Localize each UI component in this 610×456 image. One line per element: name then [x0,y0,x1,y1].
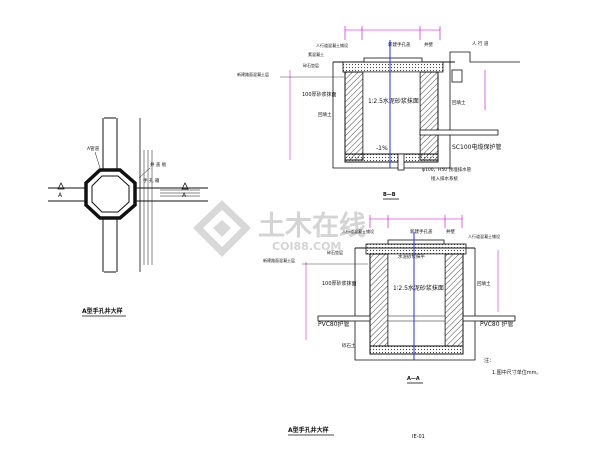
upper-label-center-1: 1∶2.5水泥砂浆抹面 [368,97,419,105]
upper-label-left-3: 新建路面混凝土层 [237,71,269,77]
upper-excavation-outline [332,62,451,169]
upper-label-left-4: 100厚砂浆抹面 [302,91,337,98]
upper-label-top-right: 井壁 [424,41,433,48]
upper-manhole-cover [363,57,423,63]
lower-label-top-center: 新建手孔盖 [410,228,433,235]
caption-bottom: A型手孔井大样 [288,426,329,434]
watermark-text-cn: 土木在线 [258,211,366,242]
drawing-number: IE-01 [412,434,425,440]
upper-label-right-2: 回填土 [452,99,466,106]
lower-section-mark: A—A [407,376,420,382]
lower-conduit-right [462,315,516,322]
section-lower: 人行道混凝土铺设 新建手孔盖 井壁 人行道混凝土铺设 新建路面混凝土层 碎石垫层… [263,215,516,384]
plan-octagon-inner [91,175,130,213]
upper-section-mark: B—B [383,192,396,198]
upper-wall-right [419,71,439,161]
upper-label-right-3: SC100电缆保护管 [452,143,501,151]
notes-title: 注： [484,357,494,364]
lower-label-left-3: 100厚砂浆抹面 [322,280,357,287]
lower-wall-right [444,253,464,347]
svg-text:A: A [182,192,187,199]
lower-base-slab [369,345,464,355]
upper-label-pipe: -1% [376,145,388,152]
plan-view: A A A管道 井 盖 板 手 孔 箱 A型手孔井大样 [48,117,208,317]
lower-label-right-2: PVC80 护管 [480,320,513,328]
upper-cover-slab [342,61,444,73]
plan-label-bottom: 手 孔 箱 [143,177,160,184]
upper-curb-block [451,69,463,83]
lower-conduit-through [387,315,446,322]
upper-sidewalk-edge [449,51,520,63]
upper-dimension-line [344,26,441,40]
upper-label-center-2: 回填土 [318,111,332,118]
upper-label-right-1: 人 行 道 [472,40,489,47]
plan-section-marker-right: A [181,182,189,199]
upper-label-top-center: 新建手孔盖 [388,41,411,48]
lower-cavity [387,253,446,347]
lower-manhole-cover [387,239,445,245]
section-upper: 新建手孔盖 井壁 人行道混凝土铺设 素混凝土 碎石垫层 新建路面混凝土层 100… [237,26,520,200]
lower-cover-slab [365,243,467,255]
lower-label-center-2: 1∶2.5水泥砂浆抹面 [393,284,444,292]
plan-caption: A型手孔井大样 [82,307,123,315]
lower-conduit-left [317,315,371,322]
lower-label-top-far-right: 人行道混凝土铺设 [468,233,500,239]
upper-label-left-1: 素混凝土 [308,51,324,57]
upper-wall-left [344,71,364,161]
plan-label-left: A管道 [87,145,100,152]
upper-label-bottom-2: 接入排水系统 [431,175,458,182]
lower-label-left-1: 新建路面混凝土层 [263,257,295,263]
upper-drain-pipe [397,153,405,171]
upper-conduit-right [419,129,499,136]
lower-wall-left [369,253,389,347]
plan-label-right: 井 盖 板 [150,161,167,168]
lower-label-left-4: PVC80护管 [318,320,350,328]
svg-text:A: A [58,192,63,199]
notes: 注： 1.图中尺寸单位mm。 [484,357,542,376]
upper-label-bottom-1: φ100，H50 预埋排水管 [422,166,472,173]
upper-cavity [362,71,421,155]
notes-line-1: 1.图中尺寸单位mm。 [492,369,542,376]
watermark-text-en: COI88.COM [272,240,341,253]
lower-label-left-5: 砾石土 [342,342,356,349]
lower-label-center-1: 水泥砂浆抹平 [398,253,425,260]
upper-label-left-2: 碎石垫层 [303,62,319,68]
lower-excavation-outline [354,248,476,361]
lower-label-right-1: 回填土 [477,280,491,287]
watermark: 土木在线 COI88.COM [192,200,366,257]
lower-label-left-2: 碎石垫层 [327,249,343,255]
watermark-logo-icon [192,200,252,257]
lower-dimension-line [369,215,463,228]
lower-label-top-left: 人行道混凝土铺设 [342,228,374,234]
plan-section-marker-left: A [57,182,65,199]
upper-base-slab [344,153,439,163]
upper-label-top-left: 人行道混凝土铺设 [316,42,348,48]
lower-label-top-right: 井壁 [446,228,455,235]
